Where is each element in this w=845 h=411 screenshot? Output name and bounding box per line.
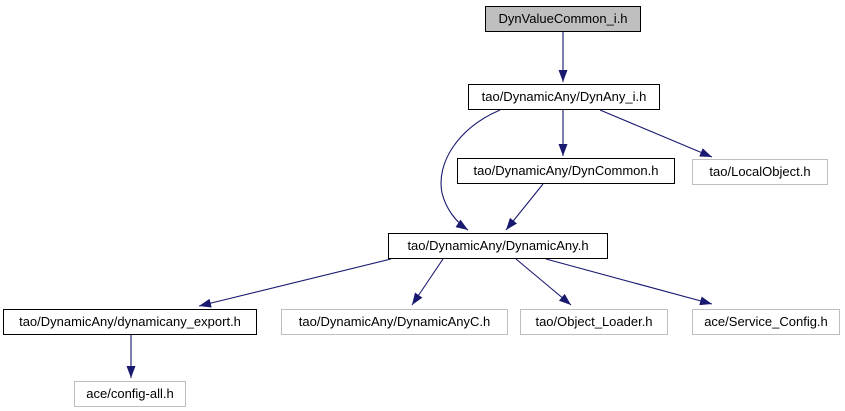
graph-node-localobject: tao/LocalObject.h xyxy=(692,159,828,185)
graph-node-config_all: ace/config-all.h xyxy=(74,381,186,407)
edge-dynamicany-to-service_config xyxy=(545,258,713,306)
graph-node-dynamicany[interactable]: tao/DynamicAny/DynamicAny.h xyxy=(388,233,608,259)
edge-dynamicany-to-object_loader xyxy=(515,258,572,306)
graph-node-dynany_i[interactable]: tao/DynamicAny/DynAny_i.h xyxy=(468,84,660,110)
graph-node-service_config: ace/Service_Config.h xyxy=(692,309,840,335)
edge-dynamicany-to-dynamicany_export xyxy=(198,258,392,308)
edge-dynamicany-to-dynamicanyc xyxy=(411,258,444,306)
edge-dynany_i-to-localobject xyxy=(599,109,713,158)
graph-node-dynamicany_export[interactable]: tao/DynamicAny/dynamicany_export.h xyxy=(3,309,257,335)
graph-node-dyncommon[interactable]: tao/DynamicAny/DynCommon.h xyxy=(457,158,675,184)
graph-node-object_loader: tao/Object_Loader.h xyxy=(520,309,668,335)
graph-node-dynamicanyc: tao/DynamicAny/DynamicAnyC.h xyxy=(281,309,508,335)
graph-node-dynvaluecommon_i: DynValueCommon_i.h xyxy=(485,6,641,32)
edge-dyncommon-to-dynamicany xyxy=(505,183,544,231)
edge-dynany_i-to-dynamicany xyxy=(440,109,501,231)
